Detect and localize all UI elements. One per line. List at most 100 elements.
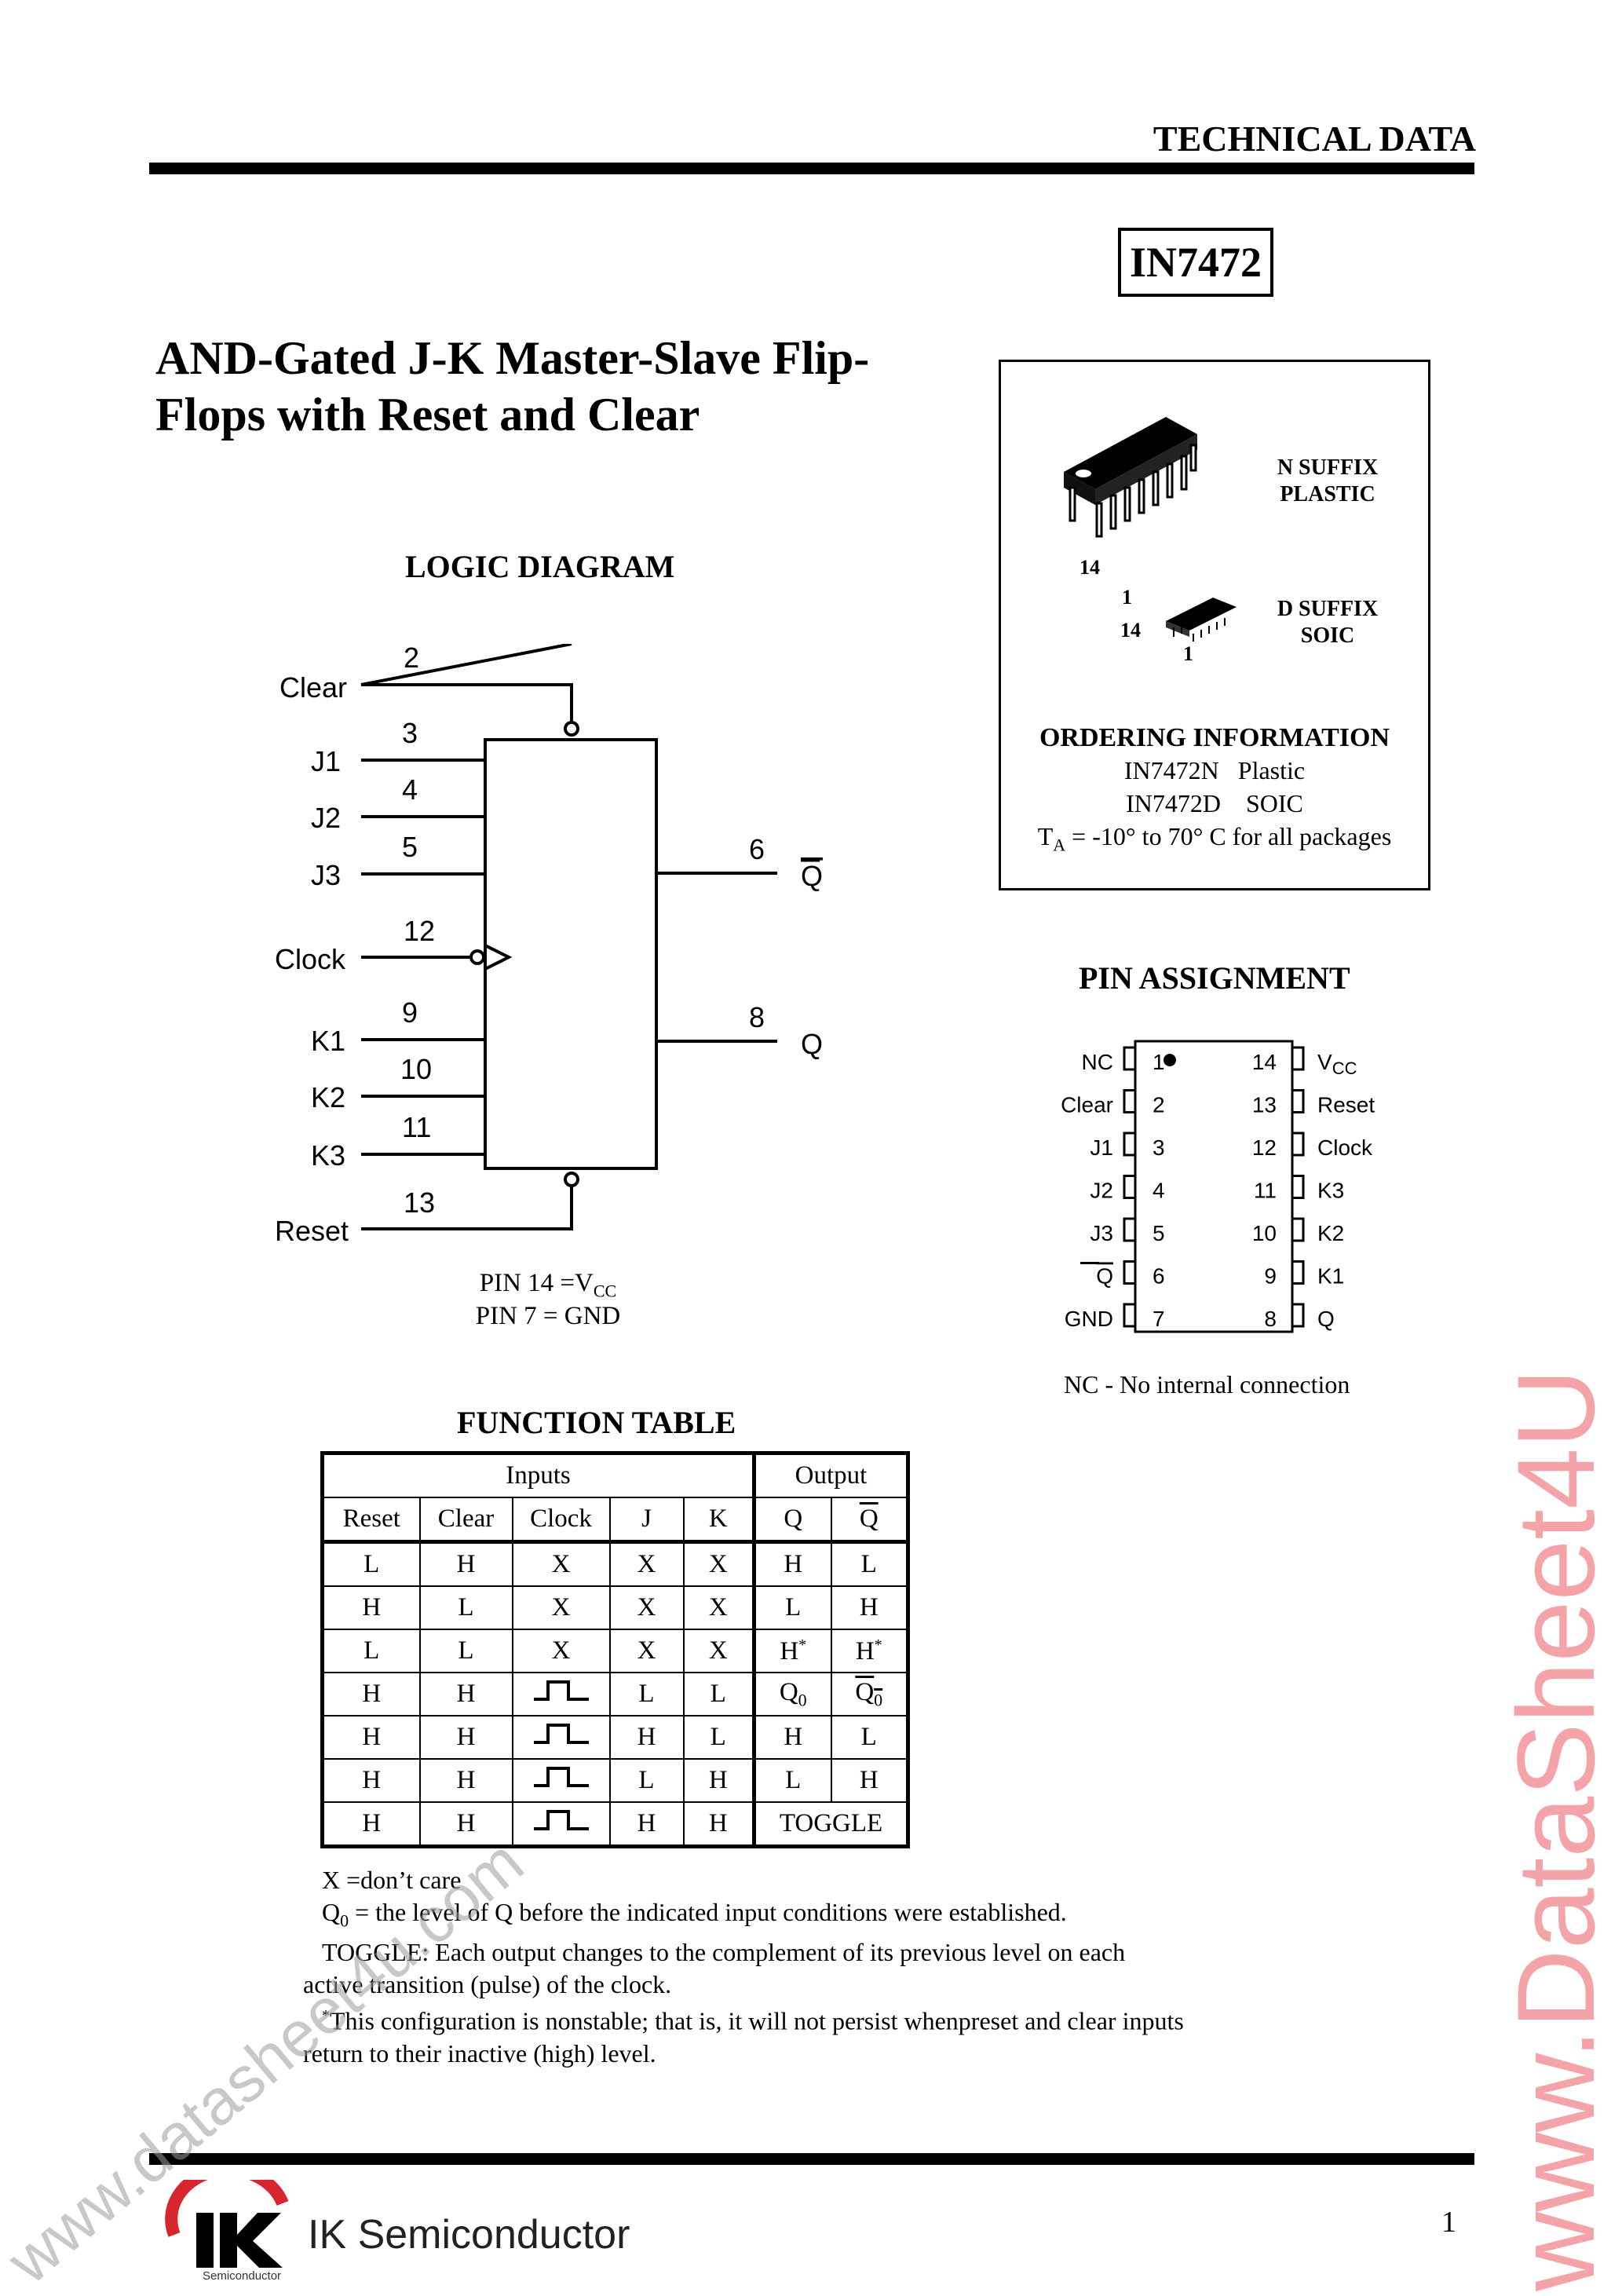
table-cell: X (609, 1629, 685, 1673)
table-cell: H (683, 1802, 755, 1848)
table-cell: L (419, 1586, 513, 1630)
pin-name-left: Q (1096, 1264, 1113, 1289)
group-output: Output (752, 1453, 909, 1498)
table-cell: L (322, 1629, 421, 1673)
pin-num-11: 11 (402, 1111, 431, 1143)
order-line-plastic: IN7472N Plastic (1123, 756, 1306, 784)
document-title: AND-Gated J-K Master-Slave Flip-Flops wi… (155, 332, 870, 441)
pin-number-left: 1 (1153, 1050, 1165, 1074)
pin-stub-left (1123, 1175, 1137, 1199)
function-table-title: FUNCTION TABLE (457, 1405, 736, 1440)
table-cell: H (419, 1716, 513, 1760)
note-toggle-cont: active transition (pulse) of the clock. (303, 1969, 672, 1998)
note-q0: Q0 = the level of Q before the indicated… (322, 1897, 1067, 1930)
svg-text:www.DataSheet4U.com: www.DataSheet4U.com (1494, 1366, 1617, 2292)
table-cell: L (831, 1541, 909, 1587)
col-qbar: Q (831, 1497, 909, 1544)
table-cell: L (752, 1586, 832, 1630)
pin-stub-right (1291, 1303, 1305, 1328)
table-cell: X (683, 1629, 755, 1673)
clock-pulse-icon (533, 1767, 589, 1787)
table-cell (512, 1759, 611, 1803)
table-group-header: Inputs Output (322, 1453, 909, 1498)
input-label-j1: J1 (311, 745, 341, 777)
table-cell: L (419, 1629, 513, 1673)
pin-number-left: 5 (1153, 1221, 1165, 1245)
pin-stub-left (1123, 1303, 1137, 1328)
pin-name-left: J3 (1090, 1221, 1113, 1245)
pin-stub-right (1291, 1175, 1305, 1199)
input-label-j2: J2 (311, 802, 341, 834)
pin-stub-left (1123, 1132, 1137, 1157)
pin-number-left: 2 (1153, 1093, 1165, 1117)
clock-pulse-icon (533, 1810, 589, 1830)
input-label-k3: K3 (311, 1139, 345, 1172)
pin-name-left: Clear (1061, 1093, 1113, 1117)
table-cell: X (683, 1586, 755, 1630)
table-cell: H (752, 1716, 832, 1760)
table-cell: H (683, 1759, 755, 1803)
pin1-dot (1164, 1054, 1176, 1066)
soic-pin14-label: 14 (1120, 619, 1141, 642)
pin-num-2: 2 (404, 644, 419, 674)
table-cell (512, 1673, 611, 1717)
pin-name-left: J1 (1090, 1135, 1113, 1160)
table-cell: H (322, 1802, 421, 1848)
table-cell: X (683, 1541, 755, 1587)
table-cell: L (831, 1716, 909, 1760)
logo-subtitle: Semiconductor (203, 2269, 282, 2283)
col-clear: Clear (419, 1497, 513, 1544)
col-q: Q (752, 1497, 832, 1544)
pin-stub-left (1123, 1046, 1137, 1071)
dip-pin1-label: 1 (1122, 586, 1132, 609)
pin-num-6: 6 (749, 833, 765, 865)
input-label-j3: J3 (311, 859, 341, 891)
table-cell: L (683, 1716, 755, 1760)
input-label-k1: K1 (311, 1025, 345, 1057)
pin-name-right: K2 (1317, 1221, 1344, 1245)
pin-name-right: K3 (1317, 1179, 1344, 1203)
gnd-note: PIN 7 = GND (475, 1302, 621, 1330)
table-cell: H (419, 1802, 513, 1848)
table-cell: X (609, 1541, 685, 1587)
table-cell: L (609, 1759, 685, 1803)
table-cell (512, 1802, 611, 1848)
order-line-temperature: TA = -10° to 70° C for all packages (1037, 822, 1392, 855)
group-inputs: Inputs (322, 1453, 755, 1498)
pin-name-right: K1 (1317, 1264, 1344, 1289)
pin-stub-right (1291, 1132, 1305, 1157)
pin-num-12: 12 (404, 915, 435, 947)
table-cell: X (512, 1629, 611, 1673)
pin-name-right: Clock (1317, 1135, 1373, 1160)
page-number: 1 (1441, 2206, 1456, 2239)
pin-name-left: GND (1065, 1307, 1113, 1331)
table-cell: H (831, 1586, 909, 1630)
company-name: IK Semiconductor (308, 2212, 630, 2258)
pin-num-9: 9 (402, 996, 418, 1029)
table-cell: H (752, 1541, 832, 1587)
table-cell: H (609, 1802, 685, 1848)
table-cell: X (512, 1586, 611, 1630)
note-dont-care: X =don’t care (322, 1866, 462, 1894)
footer-rule (149, 2153, 1474, 2165)
pin-number-left: 4 (1153, 1179, 1165, 1203)
pin-number-right: 12 (1252, 1135, 1277, 1160)
pin-number-right: 11 (1254, 1179, 1277, 1203)
pin-stub-left (1123, 1217, 1137, 1242)
pin-num-8: 8 (749, 1001, 765, 1033)
table-cell (512, 1716, 611, 1760)
table-cell: H (419, 1759, 513, 1803)
col-k: K (683, 1497, 755, 1544)
pin-stub-left (1123, 1089, 1137, 1113)
dip-package-icon (1064, 417, 1197, 538)
pin-stub-right (1291, 1046, 1305, 1071)
table-cell: Q0 (752, 1673, 832, 1717)
pin-number-right: 10 (1252, 1221, 1277, 1245)
